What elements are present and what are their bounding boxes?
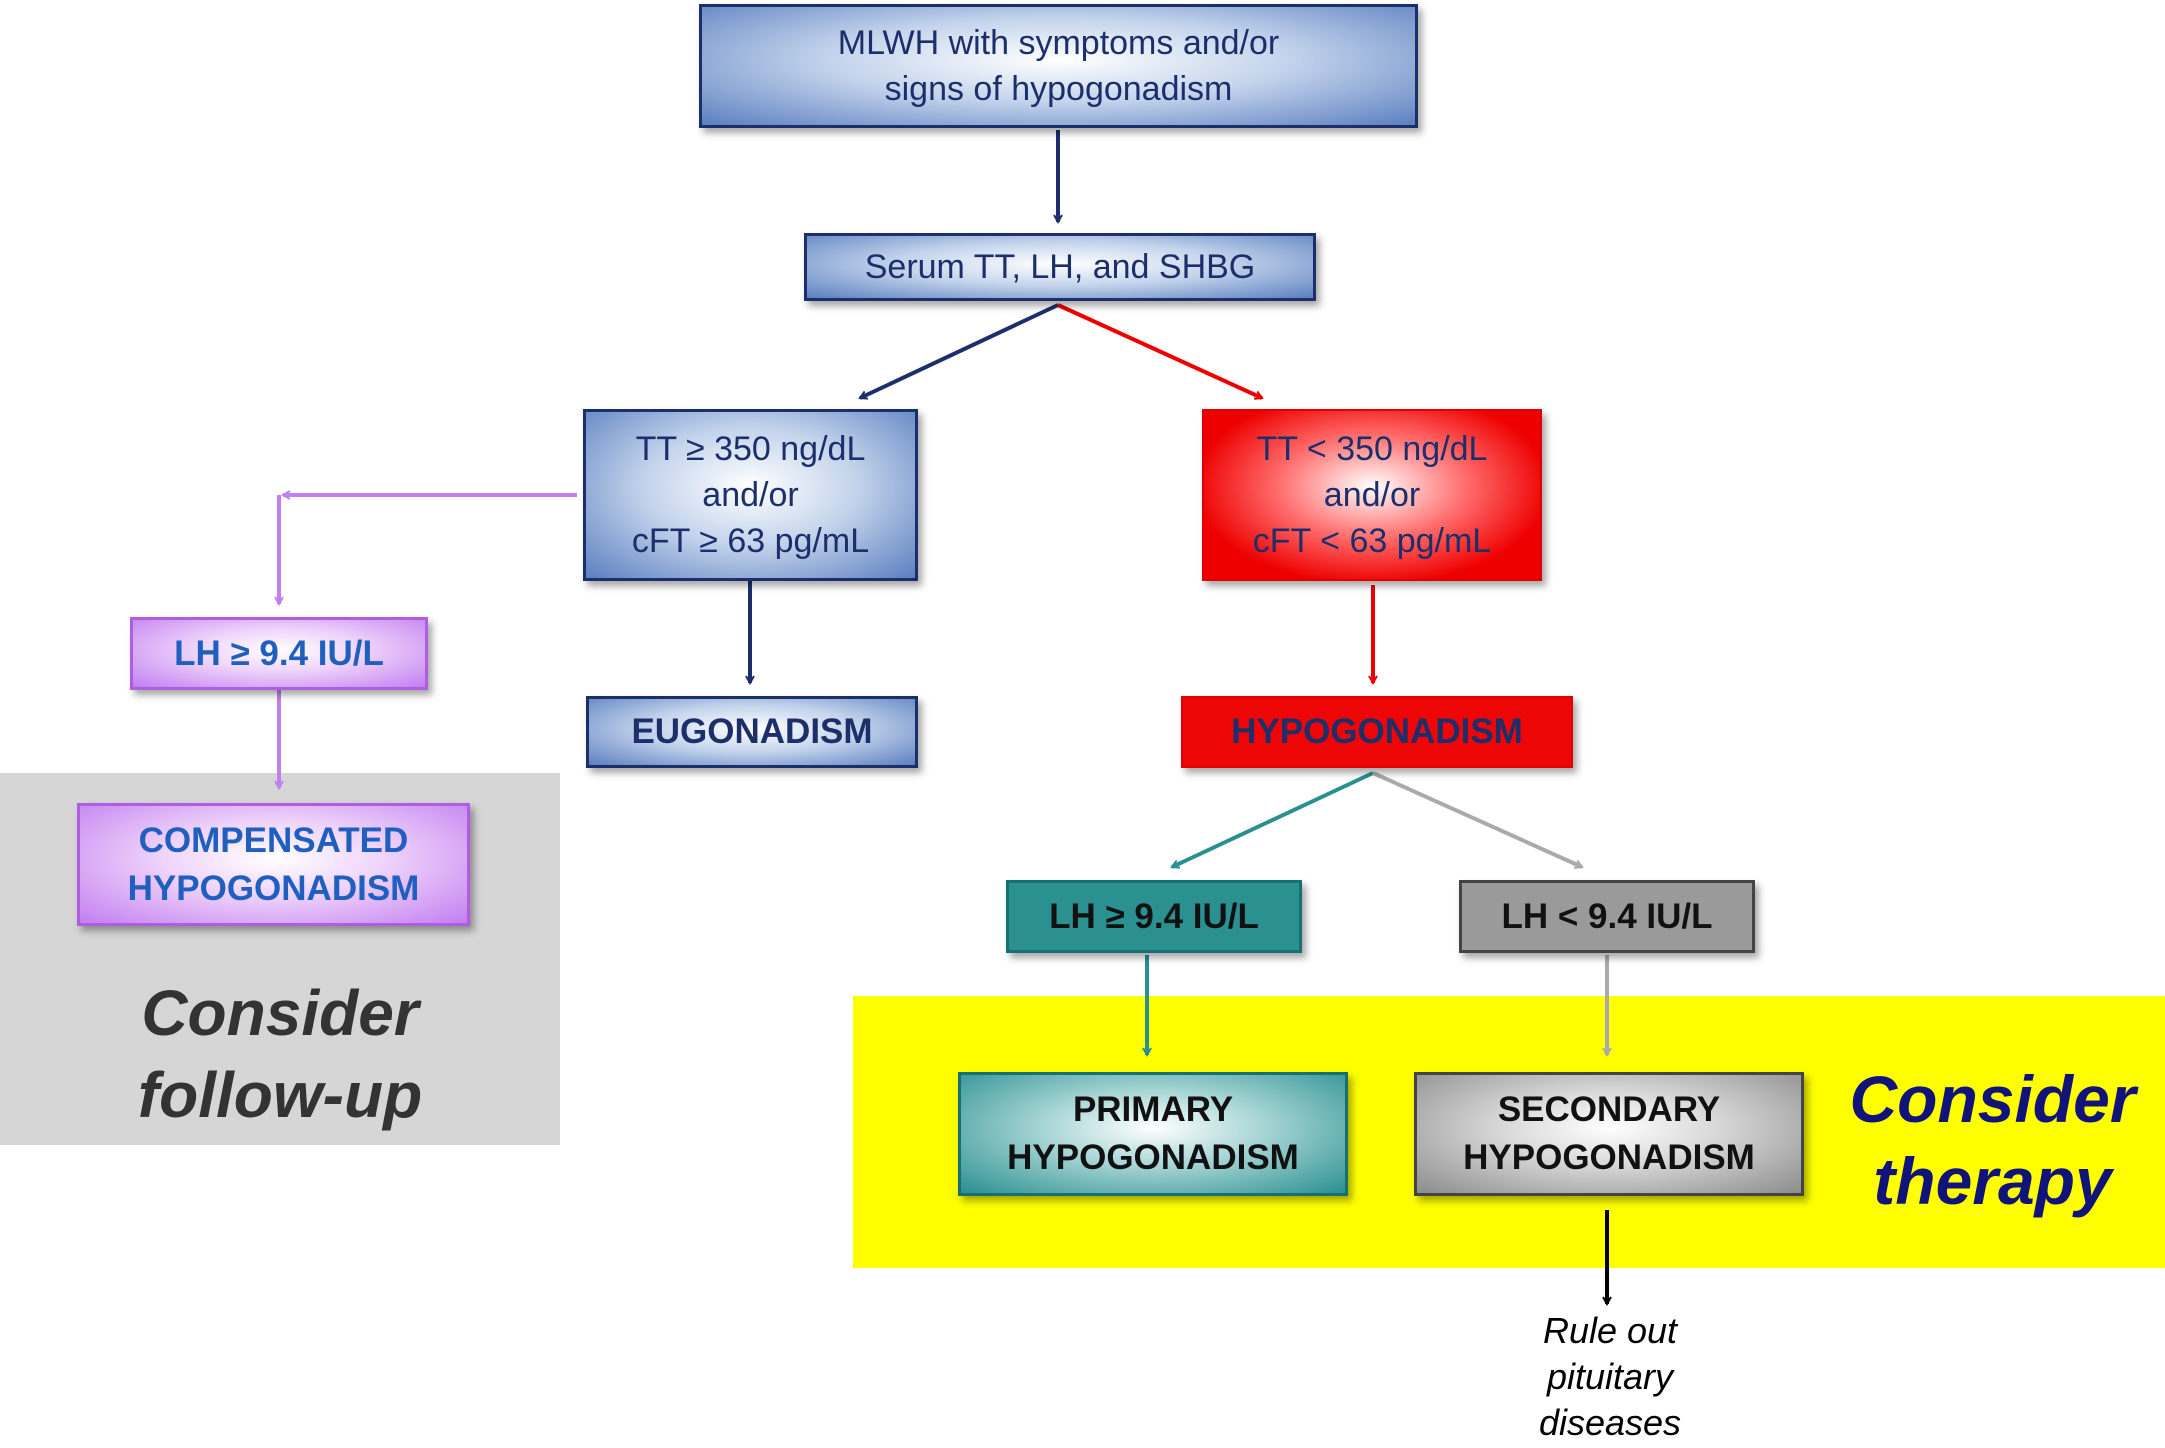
rule-out-pituitary-note: Rule out pituitary diseases bbox=[1538, 1310, 1682, 1443]
start-box: MLWH with symptoms and/or signs of hypog… bbox=[699, 4, 1418, 128]
consider-follow-up-label: Consider follow-up bbox=[137, 977, 423, 1131]
lh-high-right-box: LH ≥ 9.4 IU/L bbox=[1006, 880, 1302, 953]
secondary-hypogonadism-box: SECONDARY HYPOGONADISM bbox=[1414, 1072, 1804, 1196]
lh-low-right-box: LH < 9.4 IU/L bbox=[1459, 880, 1755, 953]
tt-high-box: TT ≥ 350 ng/dL and/or cFT ≥ 63 pg/mL bbox=[583, 409, 918, 581]
eugonadism-box: EUGONADISM bbox=[586, 696, 918, 768]
primary-hypogonadism-box: PRIMARY HYPOGONADISM bbox=[958, 1072, 1348, 1196]
compensated-hypogonadism-box: COMPENSATED HYPOGONADISM bbox=[77, 803, 470, 926]
serum-tests-box: Serum TT, LH, and SHBG bbox=[804, 233, 1316, 301]
consider-therapy-label: Consider therapy bbox=[1849, 1062, 2136, 1218]
lh-high-left-box: LH ≥ 9.4 IU/L bbox=[130, 617, 428, 690]
tt-low-box: TT < 350 ng/dL and/or cFT < 63 pg/mL bbox=[1202, 409, 1542, 581]
hypogonadism-box: HYPOGONADISM bbox=[1181, 696, 1573, 768]
